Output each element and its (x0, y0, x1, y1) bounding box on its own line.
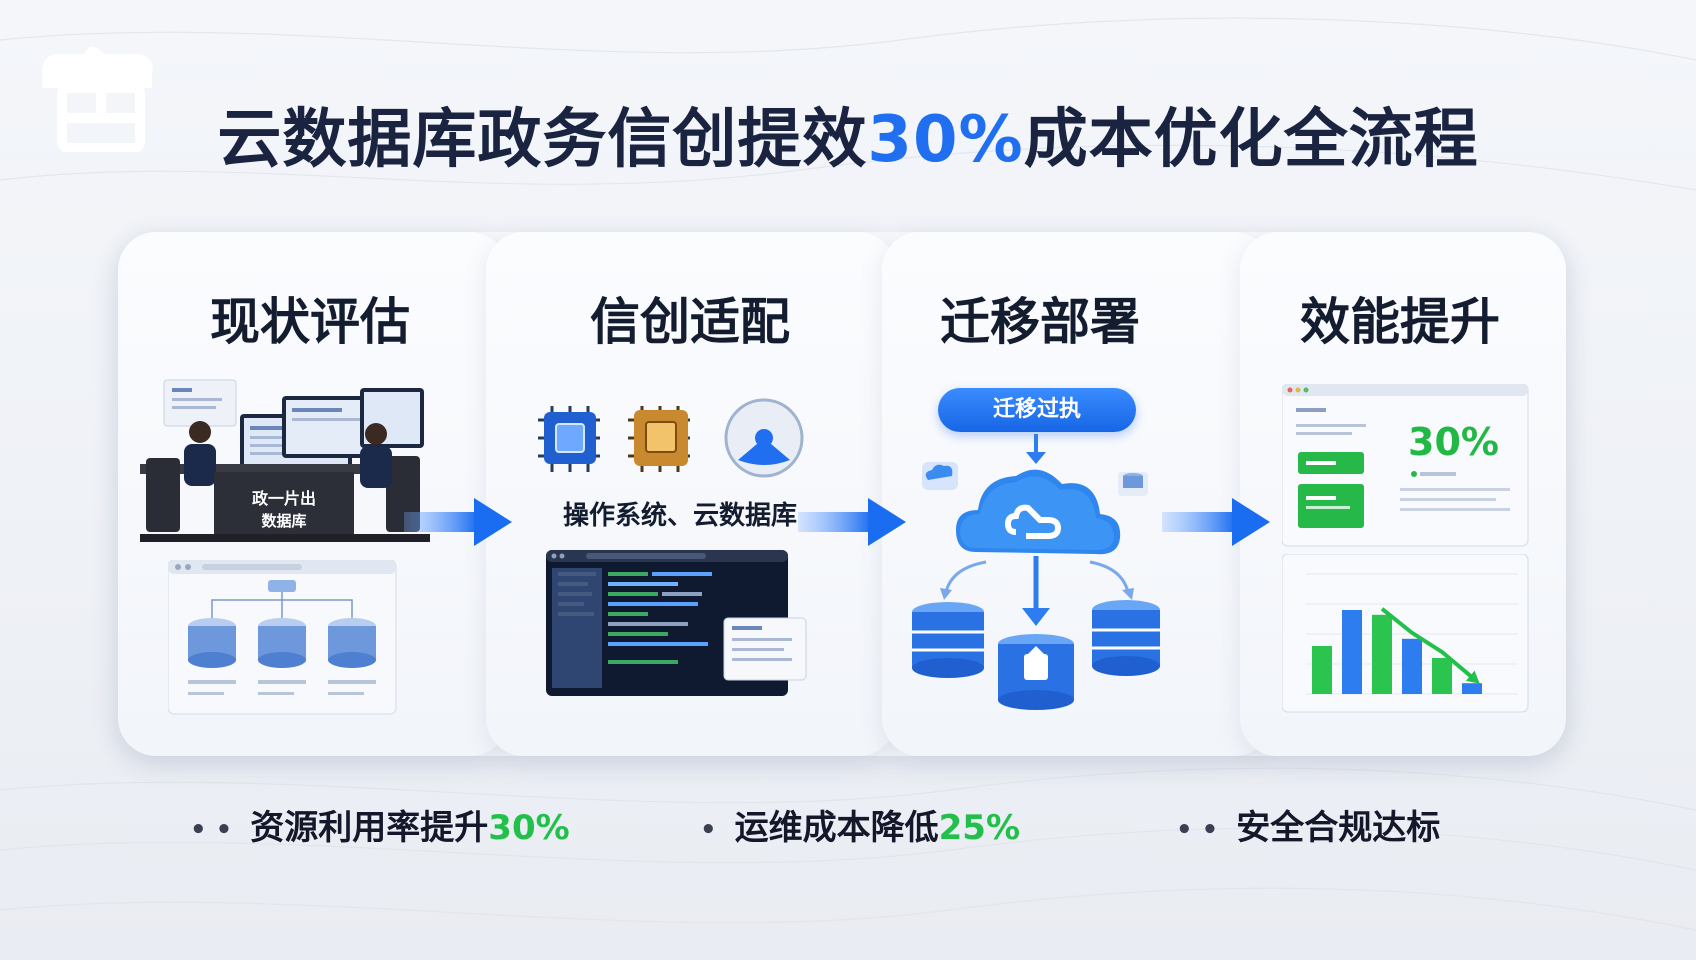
chart-bar (1432, 658, 1452, 694)
flow-arrow-2 (798, 498, 906, 546)
cost-bar-chart (1282, 554, 1529, 713)
bullet-dot-icon: • • (190, 814, 233, 845)
bullet-compliance: • •安全合规达标 (1176, 808, 1441, 848)
chip-icons (538, 398, 804, 478)
step-title-migration: 迁移部署 (940, 293, 1140, 351)
bullet-resource-utilization: • •资源利用率提升30% (190, 808, 570, 848)
database-topology-illustration (168, 560, 397, 715)
step-title-adaptation: 信创适配 (590, 293, 790, 351)
office-sign-line2: 数据库 (261, 512, 306, 530)
page-title: 云数据库政务信创提效30%成本优化全流程 (217, 103, 1479, 177)
adaptation-label: 操作系统、云数据库 (562, 501, 797, 531)
bullet-ops-cost: •运维成本降低25% (700, 808, 1021, 848)
chart-bar (1402, 638, 1422, 694)
step-title-efficiency: 效能提升 (1300, 293, 1500, 351)
bullet-dot-icon: • (700, 814, 717, 845)
step-title-assessment: 现状评估 (210, 293, 410, 351)
code-editor-illustration (546, 550, 807, 696)
flow-arrow-1 (404, 498, 512, 546)
flow-arrow-3 (1162, 498, 1270, 546)
bullet-dot-icon: • • (1176, 814, 1219, 845)
office-meeting-illustration: 政一片出 数据库 (140, 379, 430, 542)
chart-bar (1312, 646, 1332, 694)
logo-icon (42, 46, 153, 152)
title-highlight: 30% (867, 103, 1024, 177)
office-sign-line1: 政一片出 (252, 489, 316, 508)
cloud-migration-illustration (912, 434, 1160, 710)
chart-bar (1342, 610, 1362, 694)
trend-arrow-head (1465, 670, 1480, 684)
dashboard-illustration (1282, 384, 1529, 547)
trend-line (1380, 607, 1474, 679)
migration-pill-button[interactable]: 迁移过执 (938, 388, 1136, 432)
chart-bar (1372, 614, 1392, 694)
efficiency-metric: 30% (1408, 420, 1499, 464)
chart-bar (1462, 683, 1482, 694)
